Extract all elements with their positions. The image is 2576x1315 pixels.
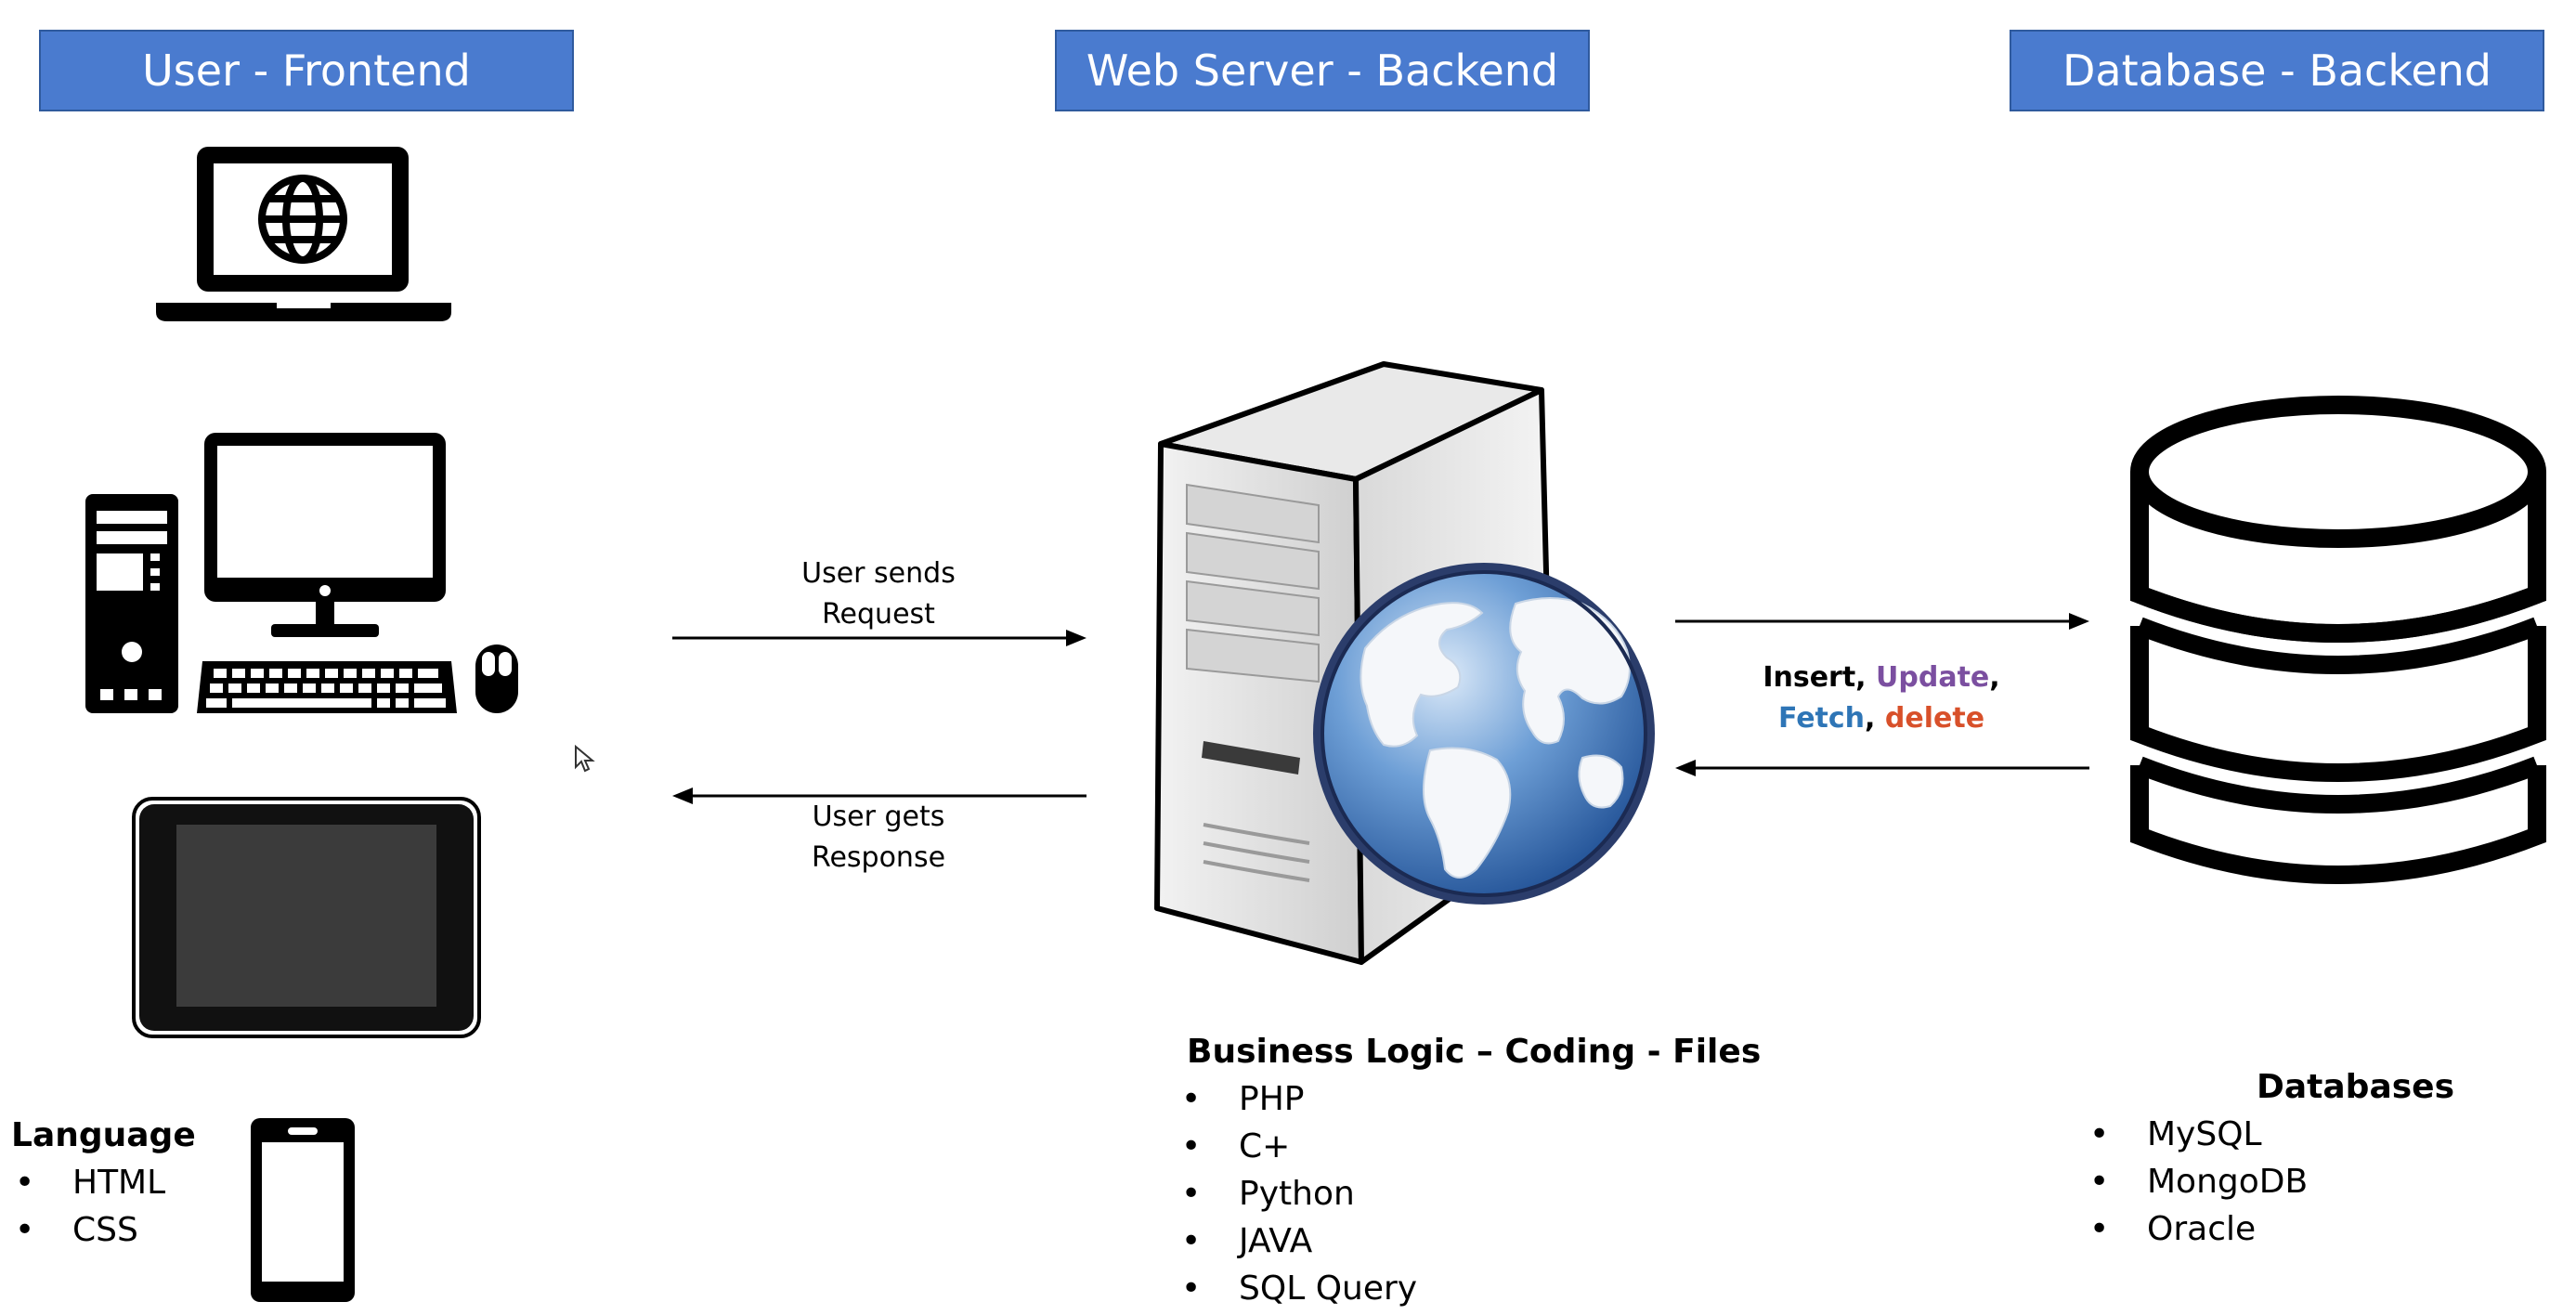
request-label: User sends Request [730, 553, 1027, 635]
header-database-backend: Database - Backend [2010, 30, 2544, 111]
db-operations-label: Insert, Update, Fetch, delete [1705, 658, 2058, 739]
desktop-computer-icon [85, 433, 518, 713]
list-item: SQL Query [1176, 1265, 1761, 1312]
db-op-update: Update [1876, 661, 1990, 694]
db-op-delete: delete [1884, 702, 1985, 735]
header-web-server-backend: Web Server - Backend [1055, 30, 1590, 111]
frontend-language-heading: Language [11, 1116, 196, 1154]
list-item: Python [1176, 1170, 1761, 1217]
request-line-1: User sends [801, 557, 956, 590]
list-item: C+ [1176, 1123, 1761, 1170]
list-item: MySQL [2084, 1111, 2454, 1158]
list-item: MongoDB [2084, 1158, 2454, 1205]
response-label: User gets Response [730, 797, 1027, 879]
db-op-insert: Insert [1763, 661, 1856, 694]
frontend-language-list: HTML CSS [9, 1159, 196, 1254]
server-globe-icon [1154, 361, 1655, 965]
db-op-sep: , [1989, 661, 2000, 694]
smartphone-icon [251, 1118, 355, 1302]
db-op-fetch: Fetch [1777, 702, 1866, 735]
tablet-icon [132, 797, 481, 1038]
list-item: JAVA [1176, 1217, 1761, 1265]
databases-list: MySQL MongoDB Oracle [2084, 1111, 2454, 1253]
header-user-frontend: User - Frontend [39, 30, 574, 111]
databases-section: Databases MySQL MongoDB Oracle [2084, 1064, 2454, 1253]
db-op-sep: , [1855, 661, 1867, 694]
databases-heading: Databases [2257, 1068, 2455, 1106]
db-ops-line-2: Fetch, delete [1705, 698, 2058, 739]
db-ops-line-1: Insert, Update, [1705, 658, 2058, 698]
db-request-arrow [1675, 613, 2089, 630]
response-arrow [672, 788, 1086, 804]
list-item: PHP [1176, 1075, 1761, 1123]
mouse-cursor-icon [575, 744, 595, 773]
response-line-2: Response [811, 841, 946, 874]
db-op-sep: , [1865, 702, 1876, 735]
list-item: CSS [9, 1206, 196, 1254]
database-icon [2130, 396, 2546, 884]
backend-logic-section: Business Logic – Coding - Files PHP C+ P… [1176, 1029, 1761, 1312]
db-response-arrow [1675, 760, 2089, 776]
request-arrow [672, 630, 1086, 646]
request-line-2: Request [822, 598, 935, 631]
backend-logic-heading: Business Logic – Coding - Files [1187, 1033, 1762, 1071]
response-line-1: User gets [812, 801, 945, 833]
list-item: HTML [9, 1159, 196, 1206]
backend-language-list: PHP C+ Python JAVA SQL Query [1176, 1075, 1761, 1312]
list-item: Oracle [2084, 1205, 2454, 1253]
frontend-language-section: Language HTML CSS [11, 1113, 196, 1254]
laptop-globe-icon [156, 147, 451, 321]
